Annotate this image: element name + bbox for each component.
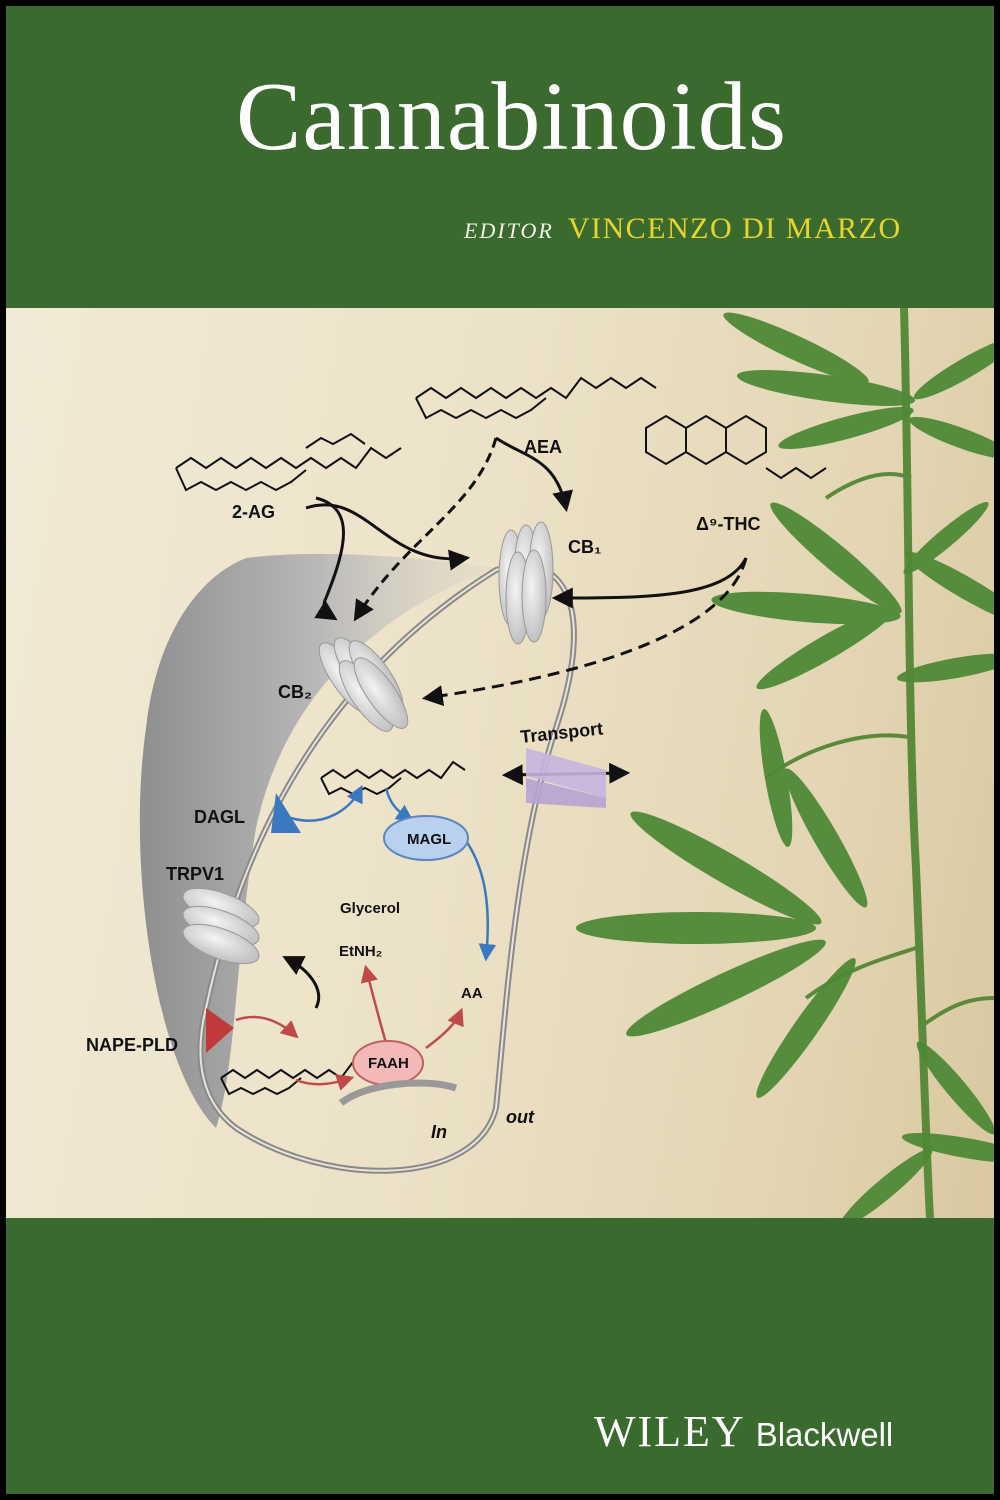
label-etnh2: EtNH₂ [339, 943, 382, 960]
transport-protein [526, 748, 606, 808]
editor-credit: EDITOR VINCENZO DI MARZO [464, 212, 902, 246]
publisher-imprint: Blackwell [755, 1416, 894, 1453]
editor-label: EDITOR [464, 218, 554, 243]
magl-enzyme [383, 815, 469, 861]
label-magl: MAGL [407, 831, 451, 848]
label-2-ag: 2-AG [232, 502, 275, 522]
cb2-receptor [318, 637, 409, 732]
cannabis-plant-illustration [576, 307, 994, 1228]
dagl-marker [271, 793, 301, 833]
label-faah: FAAH [368, 1055, 409, 1072]
label-aa: AA [461, 985, 483, 1002]
label-out: out [506, 1107, 535, 1127]
enzyme-arrows [235, 784, 497, 1091]
label-transport: Transport [519, 718, 604, 747]
membrane-shadow [139, 553, 496, 1128]
label-cb1: CB₁ [568, 537, 601, 557]
black-arrows [282, 436, 748, 1009]
cover-illustration: 2-AG AEA Δ⁹-THC CB₁ CB₂ Transport DAGL T… [6, 307, 994, 1228]
label-dagl: DAGL [194, 807, 245, 827]
label-trpv1: TRPV1 [166, 864, 224, 884]
book-cover: Cannabinoids EDITOR VINCENZO DI MARZO [6, 6, 994, 1494]
label-in: In [431, 1122, 447, 1142]
cb1-receptor [498, 521, 554, 645]
label-nape-pld: NAPE-PLD [86, 1035, 178, 1055]
publisher-logo: WILEY Blackwell [594, 1406, 893, 1457]
label-thc: Δ⁹-THC [696, 514, 760, 534]
endocannabinoid-diagram: 2-AG AEA Δ⁹-THC CB₁ CB₂ Transport DAGL T… [86, 307, 994, 1228]
chemical-structures [175, 376, 827, 1096]
editor-name: VINCENZO DI MARZO [567, 212, 902, 245]
book-title: Cannabinoids [236, 63, 787, 171]
label-aea: AEA [524, 437, 562, 457]
label-cb2: CB₂ [278, 682, 312, 702]
publisher-wiley: WILEY [594, 1407, 746, 1456]
label-glycerol: Glycerol [340, 900, 400, 917]
nape-pld-marker [206, 1008, 234, 1053]
trpv1-channel [182, 887, 260, 965]
